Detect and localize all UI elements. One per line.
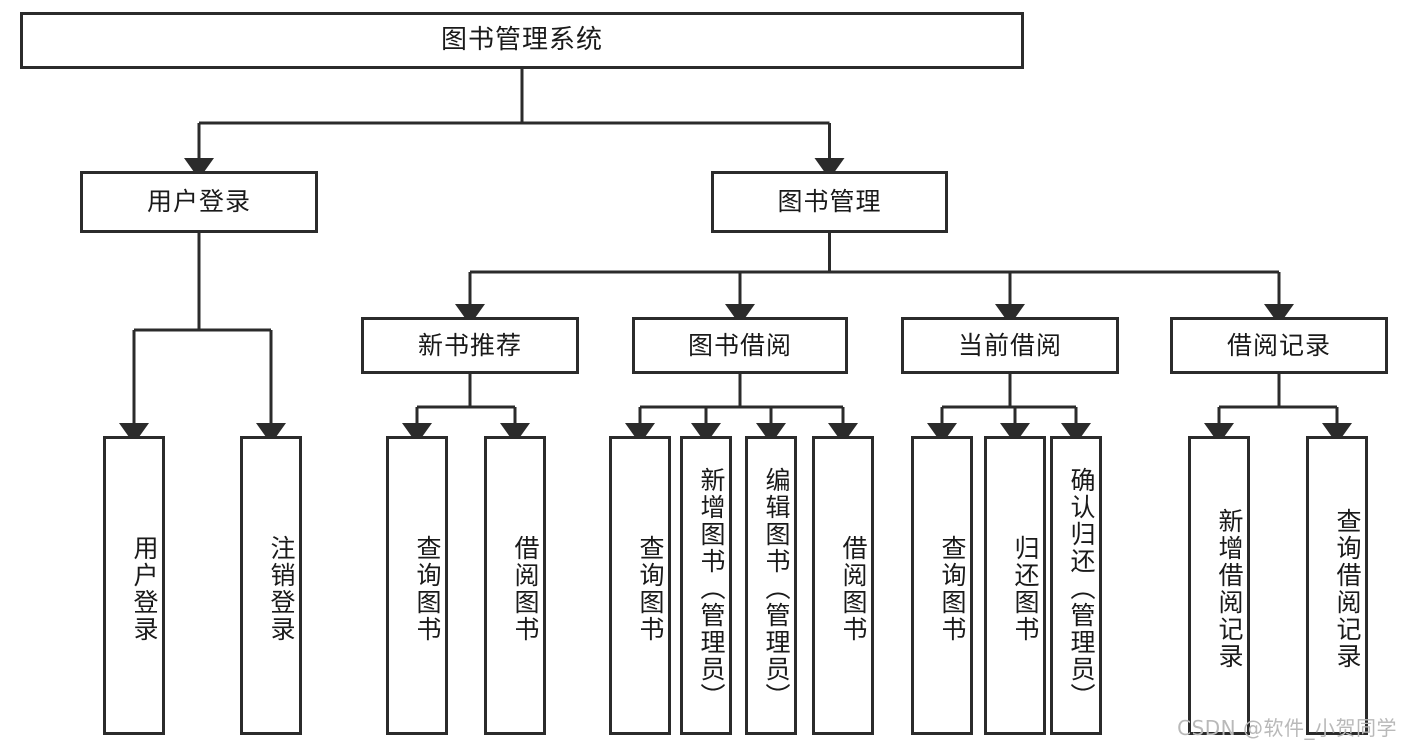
leaf-query-book-borrow[interactable]: 查询图书 — [609, 436, 671, 735]
leaf-add-borrow-record[interactable]: 新增借阅记录 — [1188, 436, 1250, 735]
node-current-borrow[interactable]: 当前借阅 — [901, 317, 1119, 374]
leaf-query-borrow-record[interactable]: 查询借阅记录 — [1306, 436, 1368, 735]
leaf-return-book[interactable]: 归还图书 — [984, 436, 1046, 735]
leaf-query-book-current[interactable]: 查询图书 — [911, 436, 973, 735]
node-borrow-record[interactable]: 借阅记录 — [1170, 317, 1388, 374]
watermark-text: CSDN @软件_小贺同学 — [1177, 716, 1397, 740]
node-root[interactable]: 图书管理系统 — [20, 12, 1024, 69]
node-new-book-recommend[interactable]: 新书推荐 — [361, 317, 579, 374]
leaf-query-book-recommend[interactable]: 查询图书 — [386, 436, 448, 735]
leaf-edit-book-admin[interactable]: 编辑图书（管理员） — [745, 436, 797, 735]
leaf-user-login[interactable]: 用户登录 — [103, 436, 165, 735]
leaf-add-book-admin[interactable]: 新增图书（管理员） — [680, 436, 732, 735]
leaf-borrow-book-recommend[interactable]: 借阅图书 — [484, 436, 546, 735]
node-book-manage[interactable]: 图书管理 — [711, 171, 948, 233]
leaf-confirm-return-admin[interactable]: 确认归还（管理员） — [1050, 436, 1102, 735]
node-user-login[interactable]: 用户登录 — [80, 171, 318, 233]
node-book-borrow[interactable]: 图书借阅 — [632, 317, 848, 374]
leaf-borrow-book[interactable]: 借阅图书 — [812, 436, 874, 735]
leaf-user-logout[interactable]: 注销登录 — [240, 436, 302, 735]
